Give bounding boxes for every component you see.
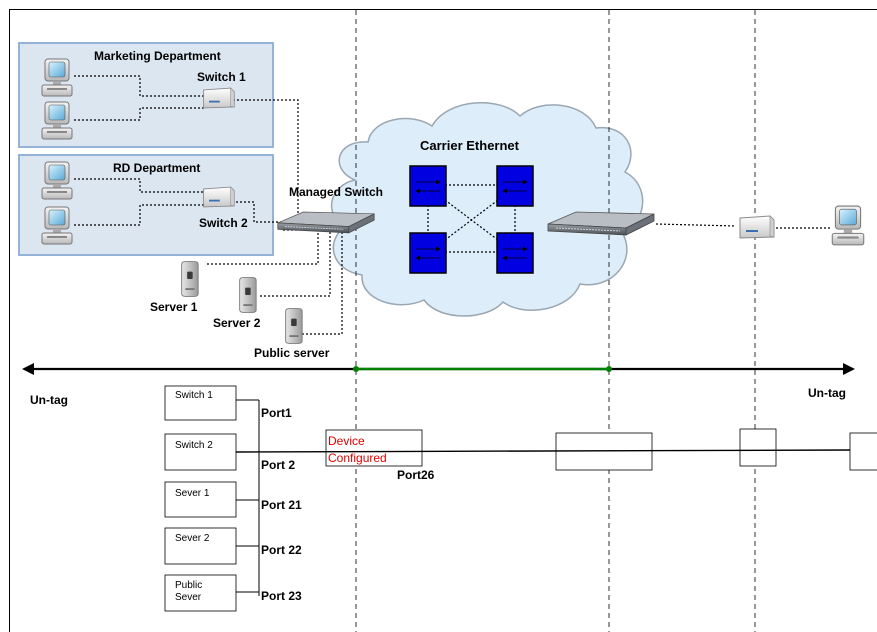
- rd-pc-1-icon: [41, 161, 73, 200]
- box-public-sever: Public Sever: [175, 580, 203, 603]
- managed-switch-label: Managed Switch: [289, 185, 384, 199]
- dotted-links: [74, 75, 832, 335]
- device-label-line1: Device: [328, 434, 365, 448]
- untag-right-label: Un-tag: [808, 386, 846, 400]
- carrier-ethernet-cloud: [330, 101, 644, 317]
- switch-2-icon: [203, 186, 235, 208]
- marketing-pc-1-icon: [41, 58, 73, 97]
- cloud-title: Carrier Ethernet: [420, 138, 519, 153]
- public-server-label: Public server: [254, 346, 330, 360]
- port-mapping: [164, 385, 877, 612]
- box-sever-2: Sever 2: [175, 533, 210, 544]
- rd-pc-2-icon: [41, 206, 73, 245]
- server-2-label: Server 2: [213, 316, 261, 330]
- device-label-line2: Configured: [328, 451, 387, 465]
- diagram-frame: [9, 9, 877, 632]
- vertical-separators: [355, 10, 756, 632]
- box-switch-2: Switch 2: [175, 440, 213, 451]
- rd-dept-label: RD Department: [113, 161, 201, 175]
- port-26-label: Port26: [397, 468, 435, 482]
- switch-2-label: Switch 2: [199, 216, 248, 230]
- untag-arrow-line: [22, 363, 855, 375]
- marketing-pc-2-icon: [41, 101, 73, 140]
- server-2-icon: [239, 277, 257, 313]
- public-server-icon: [285, 308, 303, 344]
- port-23-label: Port 23: [261, 589, 302, 603]
- switch-1-label: Switch 1: [197, 70, 246, 84]
- box-sever-1: Sever 1: [175, 488, 210, 499]
- port-21-label: Port 21: [261, 498, 302, 512]
- port-lines: [235, 399, 851, 596]
- switch-1-icon: [203, 87, 235, 109]
- untag-left-label: Un-tag: [30, 393, 68, 407]
- remote-pc-icon: [831, 205, 865, 246]
- box-switch-1: Switch 1: [175, 390, 213, 401]
- port-1-label: Port1: [261, 406, 292, 420]
- server-1-icon: [181, 261, 199, 297]
- remote-switch-icon: [739, 215, 775, 239]
- port-2-label: Port 2: [261, 458, 296, 472]
- marketing-dept-label: Marketing Department: [94, 49, 221, 63]
- qos-boxes: [409, 165, 534, 274]
- port-22-label: Port 22: [261, 543, 302, 557]
- server-1-label: Server 1: [150, 300, 198, 314]
